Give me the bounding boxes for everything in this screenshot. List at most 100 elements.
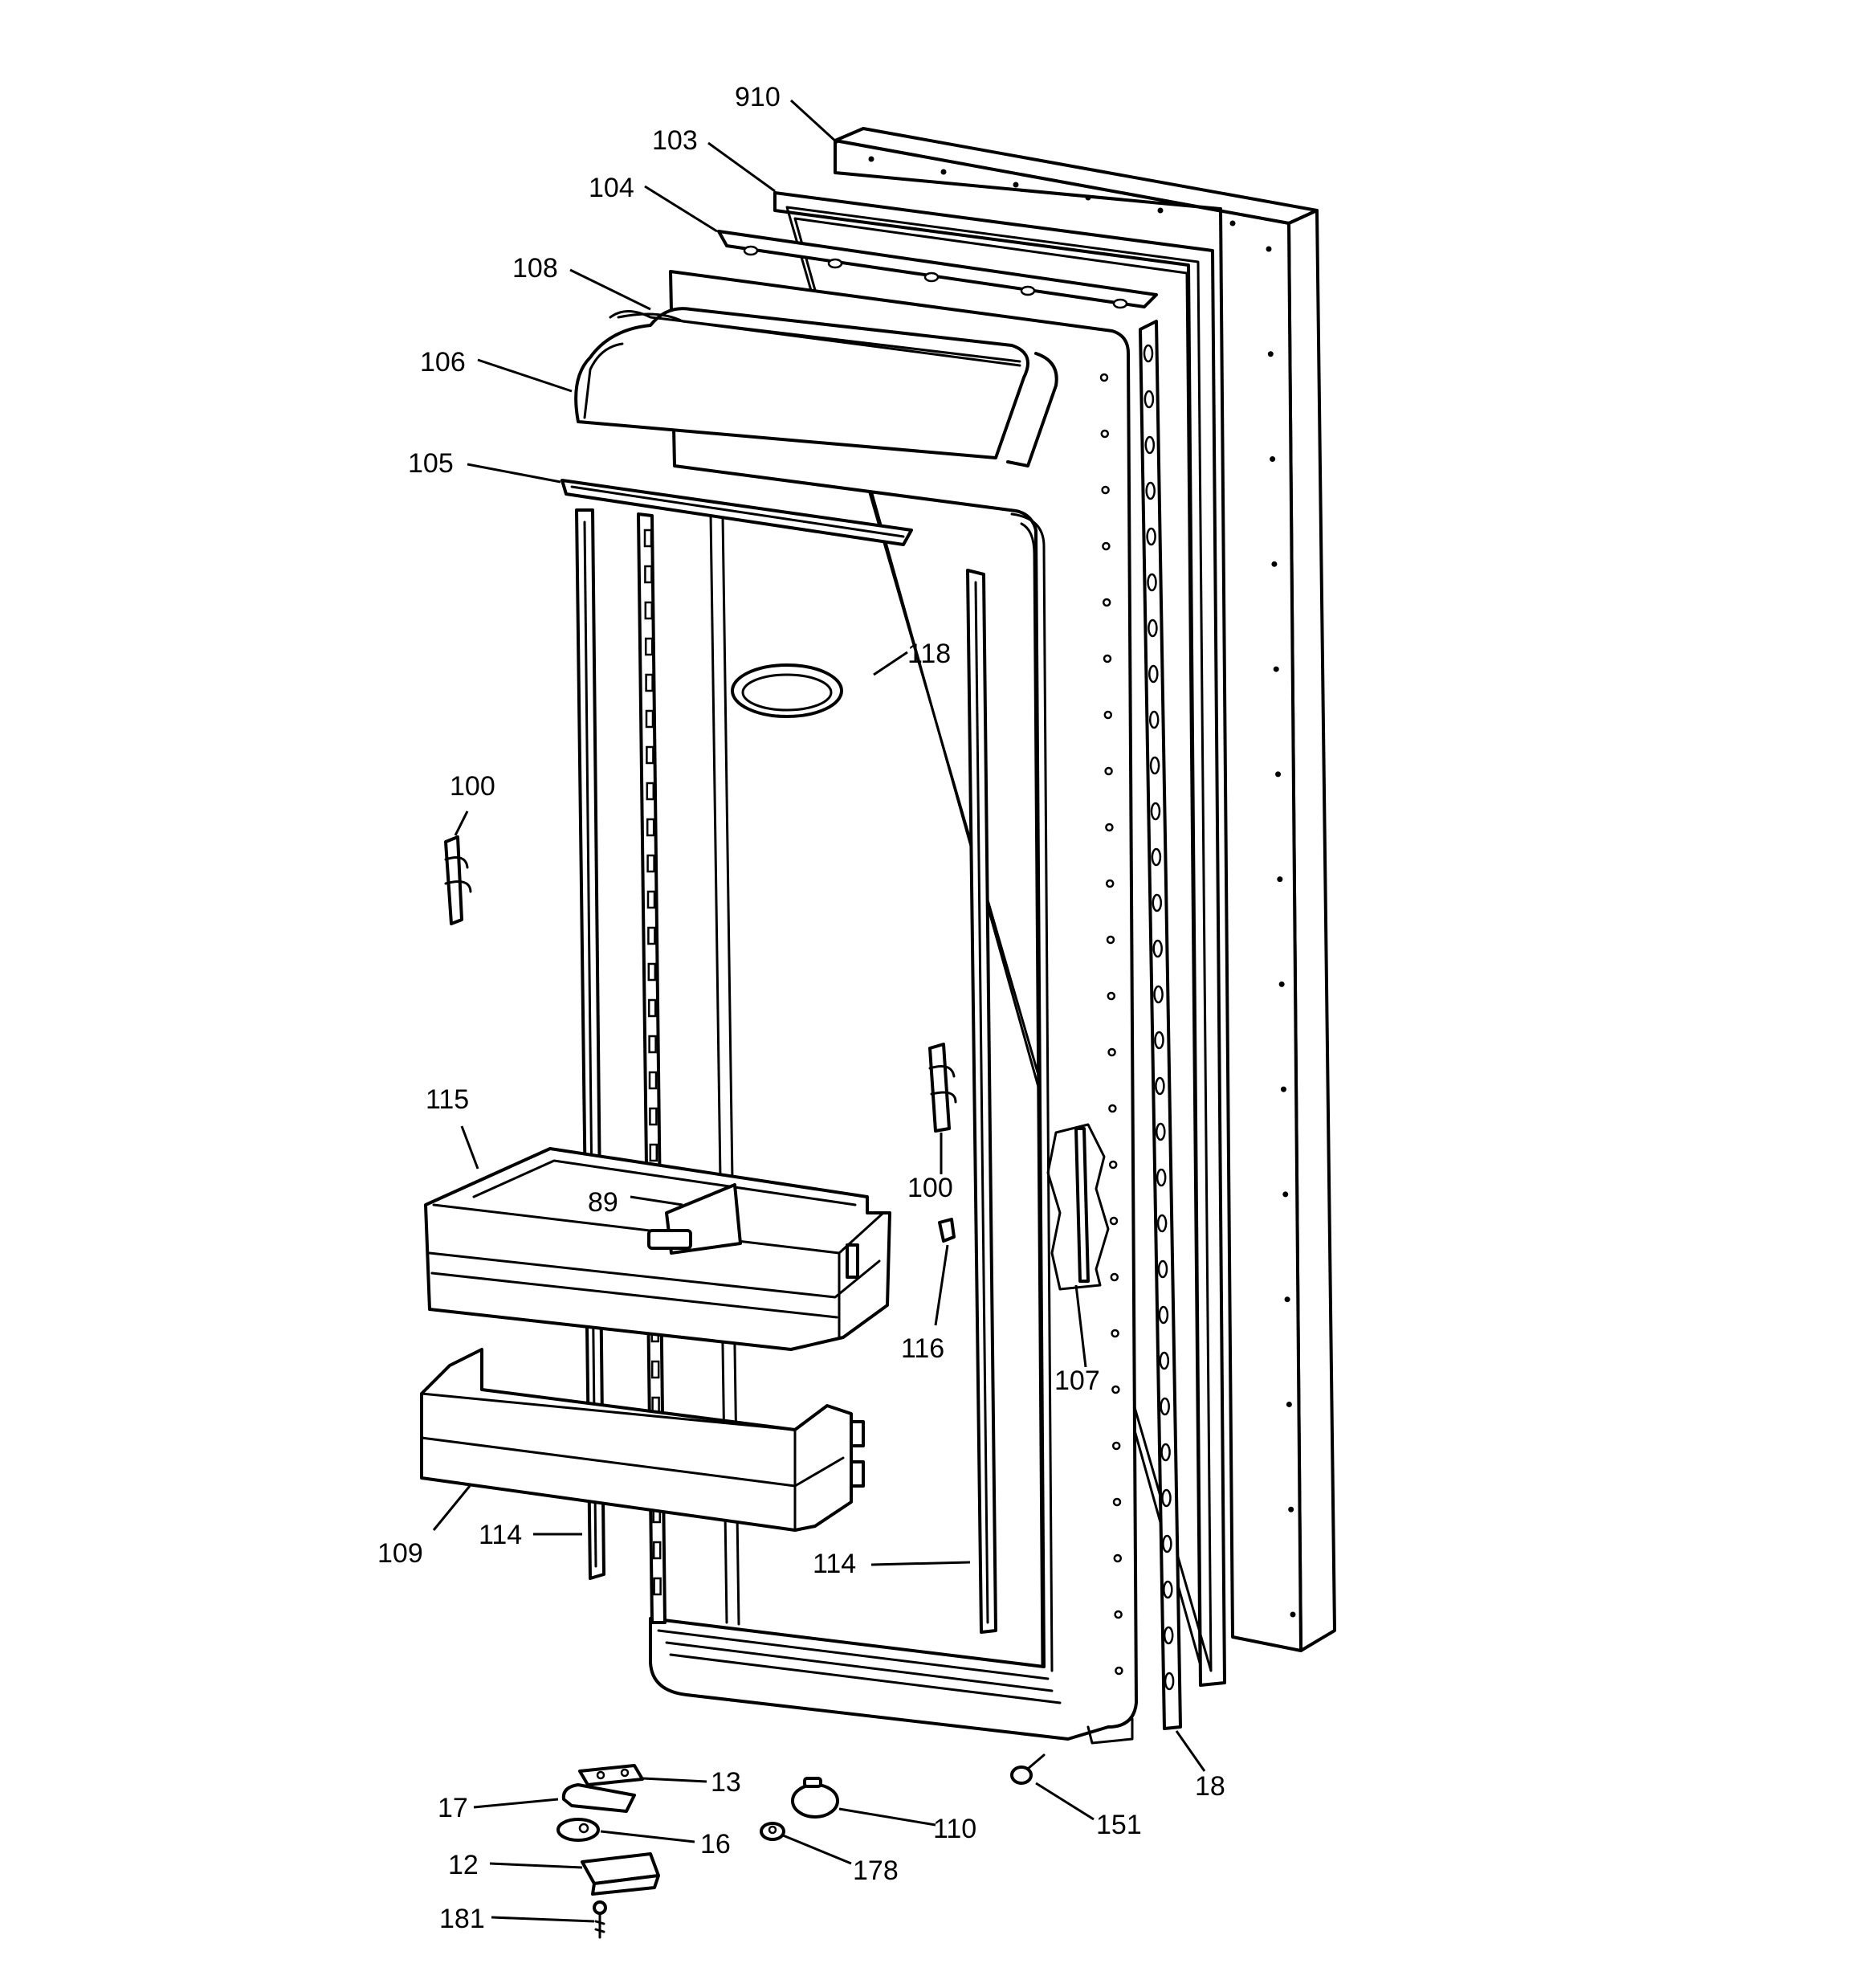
trim-hole	[1154, 1031, 1164, 1050]
rail-slot	[647, 962, 657, 982]
bracket-100-center	[928, 1043, 957, 1133]
panel-screw-dot	[1280, 1086, 1286, 1092]
liner-hole	[1110, 1272, 1119, 1282]
dairy-door-106	[574, 307, 1058, 467]
rail-slot	[645, 673, 654, 692]
callout-109: 109	[377, 1538, 423, 1569]
liner-hole	[1103, 654, 1112, 663]
rail-slot	[646, 782, 655, 801]
liner-hole	[1113, 1553, 1123, 1563]
liner-hole	[1109, 1216, 1119, 1226]
trim-hole	[1163, 1626, 1174, 1645]
panel-screw-dot	[1288, 1506, 1294, 1512]
callout-118: 118	[907, 639, 951, 669]
trim-hole	[1155, 1076, 1165, 1096]
callout-89: 89	[588, 1187, 618, 1218]
rail-slot	[643, 529, 653, 548]
trim-hole	[1163, 1580, 1173, 1599]
liner-hole	[1111, 1329, 1119, 1338]
rail-slot	[649, 1107, 658, 1126]
callout-13: 13	[711, 1767, 741, 1798]
insert-107	[1046, 1123, 1110, 1291]
callout-108: 108	[512, 253, 558, 284]
rail-slot	[646, 890, 656, 909]
trim-hole	[1146, 527, 1156, 546]
liner-hole	[1100, 429, 1110, 439]
callout-12: 12	[448, 1850, 479, 1880]
trim-hole	[1160, 1443, 1171, 1462]
screw-181	[593, 1900, 607, 1939]
callout-114-right: 114	[813, 1549, 856, 1579]
trim-hole	[1149, 756, 1160, 775]
side-trim-18	[1139, 320, 1182, 1730]
liner-hole	[1101, 485, 1110, 495]
panel-screw-dot	[1282, 1191, 1289, 1198]
liner-hole	[1108, 1160, 1118, 1170]
rail-slot	[647, 998, 657, 1018]
callout-110: 110	[933, 1814, 976, 1844]
liner-hole	[1111, 1385, 1120, 1394]
trim-hole	[1152, 939, 1163, 958]
panel-screw-dot	[1271, 561, 1278, 567]
liner-hole	[1112, 1497, 1122, 1507]
panel-screw-dot	[1266, 246, 1272, 252]
trim-hole	[1148, 710, 1160, 729]
rail-slot	[649, 1143, 658, 1162]
trim-hole	[1148, 664, 1159, 684]
callout-151: 151	[1096, 1810, 1142, 1840]
liner-hole	[1106, 935, 1115, 945]
trim-hole	[1162, 1534, 1172, 1553]
liner-hole	[1099, 373, 1109, 382]
callout-910: 910	[735, 82, 781, 112]
callout-100-center: 100	[907, 1173, 953, 1203]
callout-104: 104	[589, 173, 634, 203]
leader-lines	[432, 99, 1206, 1923]
screw-151	[1010, 1753, 1046, 1785]
trim-hole	[1148, 618, 1158, 638]
rail-slot	[646, 818, 655, 837]
callout-181: 181	[439, 1904, 485, 1934]
door-bin-109	[420, 1348, 865, 1532]
callout-labels: 910 103 104 108 106 105 118 100 115 89 1…	[377, 82, 1225, 1934]
bracket-100-left	[444, 835, 472, 925]
callout-100-left: 100	[450, 771, 495, 802]
trim-hole	[1156, 1214, 1168, 1233]
washer-178	[760, 1822, 785, 1841]
trim-hole	[1153, 985, 1164, 1004]
trim-hole	[1151, 847, 1162, 867]
panel-screw-dot	[1286, 1401, 1292, 1407]
hinge-12	[581, 1852, 660, 1896]
dairy-trim-105	[561, 479, 913, 546]
trim-hole	[1150, 802, 1161, 821]
trim-hole	[1164, 1672, 1175, 1691]
top-strip-104	[717, 230, 1158, 309]
panel-screw-dot	[1273, 666, 1279, 672]
trim-hole	[1160, 1397, 1170, 1416]
panel-screw-dot	[1229, 220, 1236, 227]
trim-hole	[1144, 435, 1156, 455]
rail-slot	[644, 601, 654, 620]
badge-118	[731, 663, 843, 718]
callout-107: 107	[1054, 1365, 1100, 1396]
callout-114-left: 114	[479, 1520, 522, 1550]
inner-door-liner-108	[649, 270, 1138, 1745]
liner-hole	[1114, 1610, 1123, 1619]
liner-hole	[1115, 1666, 1123, 1676]
cap-110	[791, 1777, 839, 1819]
callout-106: 106	[420, 347, 466, 378]
panel-screw-dot	[1278, 981, 1285, 987]
liner-hole	[1111, 1441, 1121, 1451]
liner-hole	[1107, 1047, 1116, 1057]
rail-slot	[648, 1071, 658, 1090]
liner-hole	[1105, 823, 1114, 832]
panel-screw-dot	[940, 169, 947, 175]
liner-hole	[1108, 1104, 1117, 1113]
liner-hole	[1102, 541, 1111, 551]
callout-18: 18	[1195, 1771, 1225, 1802]
panel-screw-dot	[1284, 1296, 1290, 1303]
liner-hole	[1104, 766, 1113, 776]
door-gasket-103	[773, 191, 1226, 1687]
rail-slot	[644, 637, 654, 656]
trim-hole	[1156, 1168, 1167, 1187]
